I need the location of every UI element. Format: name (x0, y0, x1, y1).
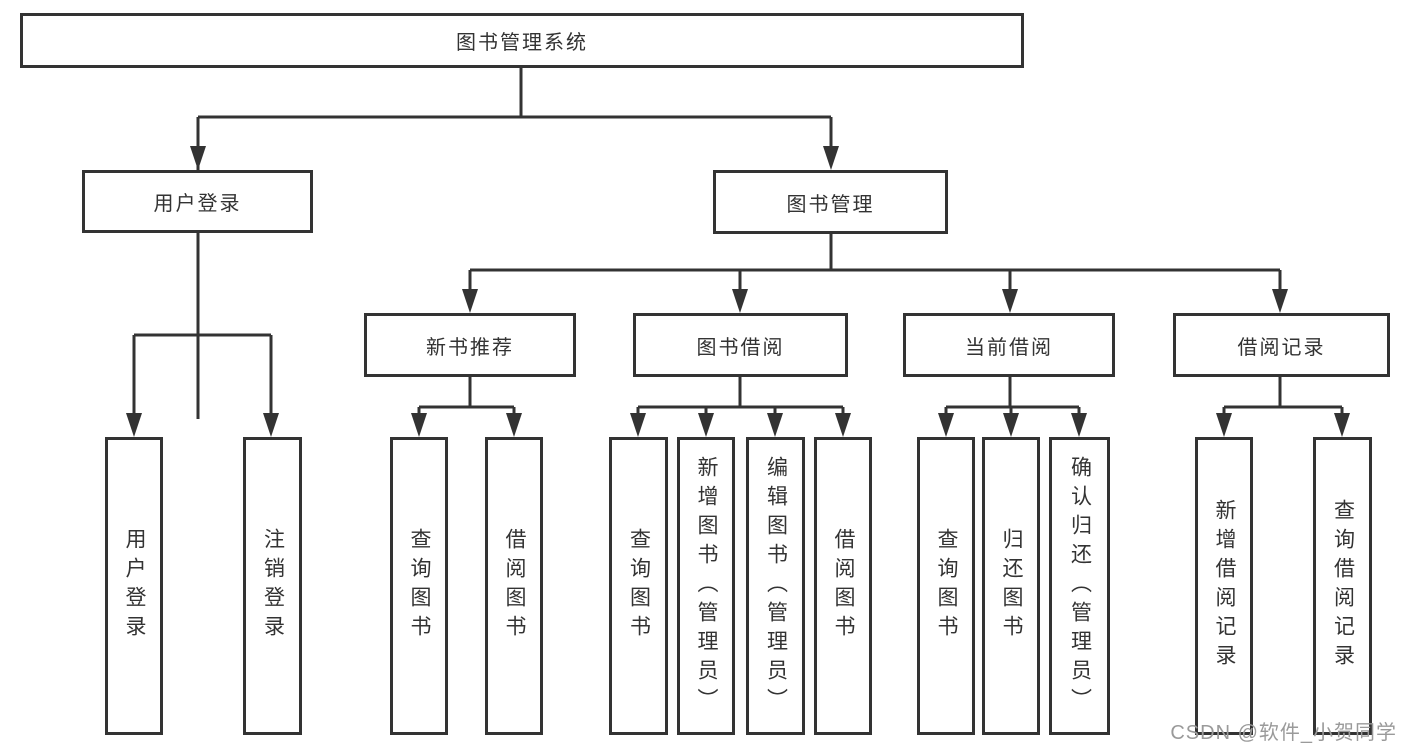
node-label: 借阅图书 (832, 528, 855, 644)
leaf-return-books: 归还图书 (982, 437, 1040, 735)
leaf-query-books-current: 查询图书 (917, 437, 975, 735)
node-label: 查询借阅记录 (1331, 499, 1355, 673)
leaf-user-login: 用户登录 (105, 437, 163, 735)
connector-bookmgmt-to-level3 (462, 232, 1288, 313)
node-label: 查询图书 (408, 528, 431, 644)
node-book-borrowing: 图书借阅 (633, 313, 848, 377)
leaf-borrow-books: 借阅图书 (814, 437, 872, 735)
node-label: 图书管理 (786, 193, 875, 216)
node-label: 归还图书 (1000, 528, 1023, 644)
csdn-watermark: CSDN @软件_小贺同学 (1170, 722, 1397, 744)
node-label: 注销登录 (261, 528, 285, 644)
node-label: 编辑图书（管理员） (764, 455, 788, 717)
node-user-login: 用户登录 (82, 170, 313, 233)
node-label: 借阅图书 (503, 528, 526, 644)
node-library-management-system: 图书管理系统 (20, 13, 1024, 68)
leaf-query-books-recommend: 查询图书 (390, 437, 448, 735)
node-label: 当前借阅 (965, 336, 1053, 359)
node-label: 用户登录 (153, 193, 242, 215)
connector-currentborrow-to-leaves (938, 376, 1087, 437)
leaf-query-borrow-record: 查询借阅记录 (1313, 437, 1372, 735)
node-label: 确认归还（管理员） (1068, 455, 1092, 717)
node-label: 借阅记录 (1237, 336, 1326, 359)
leaf-logout: 注销登录 (243, 437, 302, 735)
connector-newbookrec-to-leaves (411, 376, 522, 437)
node-label: 查询图书 (627, 528, 651, 644)
node-label: 新书推荐 (426, 336, 514, 359)
node-book-management: 图书管理 (713, 170, 948, 234)
connector-bookborrow-to-leaves (630, 376, 851, 437)
connector-borrowrecords-to-leaves (1216, 376, 1350, 437)
leaf-query-books-borrowing: 查询图书 (609, 437, 668, 735)
node-label: 图书管理系统 (456, 32, 588, 54)
leaf-edit-books-admin: 编辑图书（管理员） (746, 437, 805, 735)
node-label: 新增图书（管理员） (695, 455, 718, 717)
leaf-add-books-admin: 新增图书（管理员） (677, 437, 735, 735)
node-current-borrowing: 当前借阅 (903, 313, 1115, 377)
node-new-book-recommend: 新书推荐 (364, 313, 576, 377)
node-label: 查询图书 (935, 528, 958, 644)
leaf-confirm-return-admin: 确认归还（管理员） (1049, 437, 1110, 735)
leaf-add-borrow-record: 新增借阅记录 (1195, 437, 1253, 735)
connector-userlogin-to-leaves (126, 232, 279, 437)
node-borrow-records: 借阅记录 (1173, 313, 1390, 377)
node-label: 用户登录 (123, 528, 146, 644)
node-label: 图书借阅 (696, 336, 785, 359)
leaf-borrow-books-recommend: 借阅图书 (485, 437, 543, 735)
node-label: 新增借阅记录 (1213, 499, 1236, 673)
